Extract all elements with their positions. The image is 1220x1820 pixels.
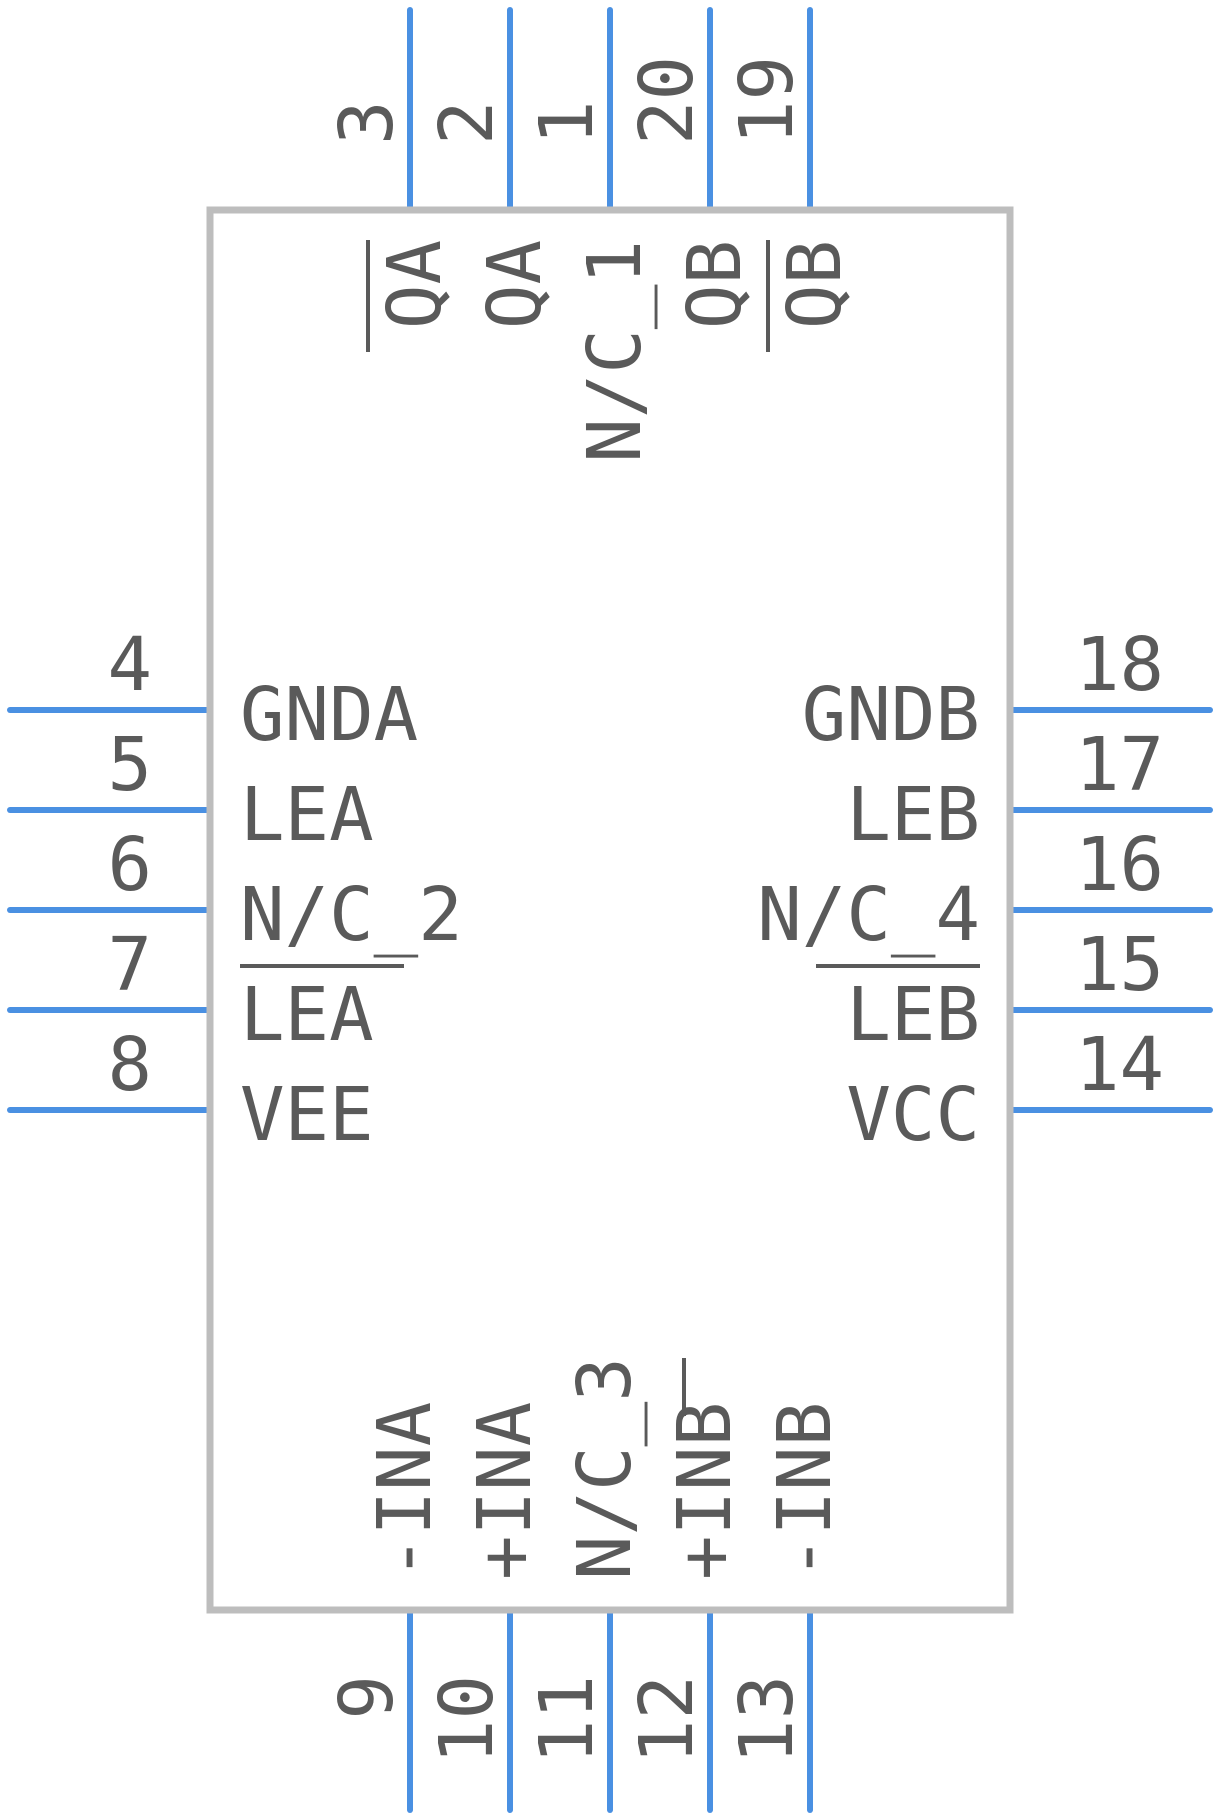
pin-17-number: 17 xyxy=(1075,722,1164,808)
pin-12-number: 12 xyxy=(624,1675,710,1764)
pin-10-label: +INA xyxy=(462,1402,548,1580)
pin-14-number: 14 xyxy=(1075,1022,1164,1108)
pin-2-label: QA xyxy=(472,240,558,329)
pin-3-label: QA xyxy=(372,240,458,329)
pin-15-label: LEB xyxy=(846,972,980,1058)
pin-4-number: 4 xyxy=(107,622,152,708)
pin-11-number: 11 xyxy=(524,1675,610,1764)
pin-1-label: N/C_1 xyxy=(572,240,658,463)
pin-3-number: 3 xyxy=(324,100,410,145)
pin-6-number: 6 xyxy=(107,822,152,908)
pin-5-label: LEA xyxy=(240,772,374,858)
pin-5-number: 5 xyxy=(107,722,152,808)
pin-14-label: VCC xyxy=(846,1072,980,1158)
pin-6-label: N/C_2 xyxy=(240,872,463,958)
pin-16-number: 16 xyxy=(1075,822,1164,908)
pin-15-number: 15 xyxy=(1075,922,1164,1008)
pin-19-number: 19 xyxy=(724,56,810,145)
pin-8-label: VEE xyxy=(240,1072,374,1158)
ic-body xyxy=(206,206,1014,1614)
pin-2-number: 2 xyxy=(424,100,510,145)
pin-10-number: 10 xyxy=(424,1675,510,1764)
pin-1-number: 1 xyxy=(524,100,610,145)
pin-13-number: 13 xyxy=(724,1675,810,1764)
pin-4-label: GNDA xyxy=(240,672,418,758)
pin-11-label: N/C_3 xyxy=(562,1357,648,1580)
pin-9-number: 9 xyxy=(324,1675,410,1720)
pin-17-label: LEB xyxy=(846,772,980,858)
pin-19-label: QB xyxy=(772,240,858,329)
pin-18-number: 18 xyxy=(1075,622,1164,708)
pin-7-label: LEA xyxy=(240,972,374,1058)
pin-18-label: GNDB xyxy=(802,672,980,758)
pin-8-number: 8 xyxy=(107,1022,152,1108)
pin-9-label: -INA xyxy=(362,1402,448,1580)
pin-12-label: +INB xyxy=(662,1402,748,1580)
pin-20-number: 20 xyxy=(624,56,710,145)
pin-20-label: QB xyxy=(672,240,758,329)
pin-13-label: -INB xyxy=(762,1402,848,1580)
pin-7-number: 7 xyxy=(107,922,152,1008)
pin-16-label: N/C_4 xyxy=(757,872,980,958)
